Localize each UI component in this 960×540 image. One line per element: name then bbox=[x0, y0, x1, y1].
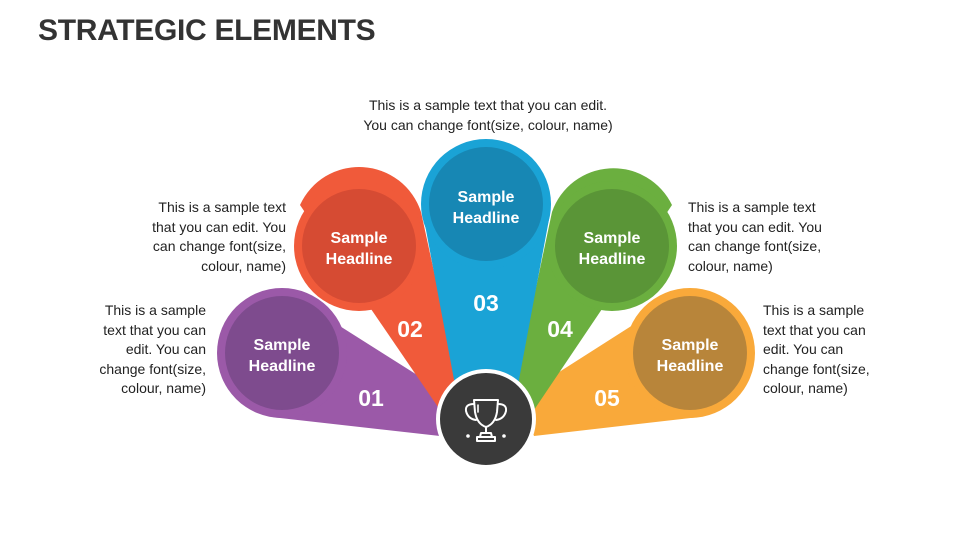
item-1-text-line: edit. You can bbox=[125, 341, 206, 357]
item-2-headline-line1: Sample bbox=[331, 230, 388, 247]
item-2-text-line: that you can edit. You bbox=[152, 218, 286, 235]
item-2-text-line: colour, name) bbox=[201, 257, 286, 274]
item-5-number: 05 bbox=[594, 385, 620, 411]
petal-5-inner-circle bbox=[633, 296, 747, 410]
item-4-text-line: that you can edit. You bbox=[688, 218, 822, 235]
item-3-description: This is a sample text that you can edit.… bbox=[330, 96, 646, 135]
center-hub-circle bbox=[436, 369, 536, 469]
item-2-headline-line2: Headline bbox=[326, 251, 393, 268]
item-3-headline-line2: Headline bbox=[453, 210, 520, 227]
petal-2: Sample Headline 02 bbox=[294, 166, 458, 410]
item-3-text-line: This is a sample text that you can edit. bbox=[368, 97, 608, 113]
item-3-number: 03 bbox=[473, 290, 499, 316]
petal-1: Sample Headline 01 bbox=[217, 288, 452, 436]
page-title: STRATEGIC ELEMENTS bbox=[38, 14, 376, 47]
trophy-icon bbox=[464, 399, 508, 442]
item-3-text-line: You can change font(size, colour, name) bbox=[363, 116, 613, 133]
item-3-headline-line1: Sample bbox=[458, 189, 515, 206]
item-5-text-line: This is a sample bbox=[763, 302, 865, 318]
item-2-text-line: can change font(size, bbox=[152, 238, 286, 254]
item-1-headline-line2: Headline bbox=[249, 358, 316, 375]
item-2-description: This is a sample text that you can edit.… bbox=[120, 198, 286, 276]
item-5-headline-line2: Headline bbox=[657, 358, 724, 375]
item-1-text-line: text that you can bbox=[103, 321, 206, 338]
item-4-text-line: can change font(size, bbox=[688, 238, 822, 254]
item-1-text-line: change font(size, bbox=[99, 360, 206, 377]
center-hub bbox=[436, 369, 536, 469]
item-5-text-line: colour, name) bbox=[763, 380, 848, 396]
item-2-text-line: This is a sample text bbox=[158, 199, 286, 215]
item-4-text-line: This is a sample text bbox=[688, 199, 816, 215]
petal-4-inner-circle bbox=[555, 189, 669, 303]
item-1-description: This is a sample text that you can edit.… bbox=[70, 301, 206, 399]
petal-3: Sample Headline 03 bbox=[421, 139, 551, 385]
item-4-headline-line2: Headline bbox=[579, 251, 646, 268]
petal-3-inner-circle bbox=[429, 147, 543, 261]
petal-4: Sample Headline 04 bbox=[516, 168, 677, 410]
petal-1-inner-circle bbox=[225, 296, 339, 410]
item-4-description: This is a sample text that you can edit.… bbox=[688, 198, 858, 276]
item-5-text-line: edit. You can bbox=[763, 341, 844, 357]
item-5-text-line: text that you can bbox=[763, 321, 866, 338]
petal-2-inner-circle bbox=[302, 189, 416, 303]
item-4-text-line: colour, name) bbox=[688, 257, 773, 274]
item-1-headline-line1: Sample bbox=[254, 337, 311, 354]
item-5-headline-line1: Sample bbox=[662, 337, 719, 354]
item-4-headline-line1: Sample bbox=[584, 230, 641, 247]
petal-5: Sample Headline 05 bbox=[520, 288, 755, 436]
item-5-description: This is a sample text that you can edit.… bbox=[763, 301, 903, 399]
item-1-text-line: colour, name) bbox=[121, 380, 206, 396]
item-1-number: 01 bbox=[358, 385, 384, 411]
item-1-text-line: This is a sample bbox=[104, 302, 206, 318]
item-2-number: 02 bbox=[397, 316, 423, 342]
item-5-text-line: change font(size, bbox=[763, 360, 870, 377]
item-4-number: 04 bbox=[547, 316, 573, 342]
